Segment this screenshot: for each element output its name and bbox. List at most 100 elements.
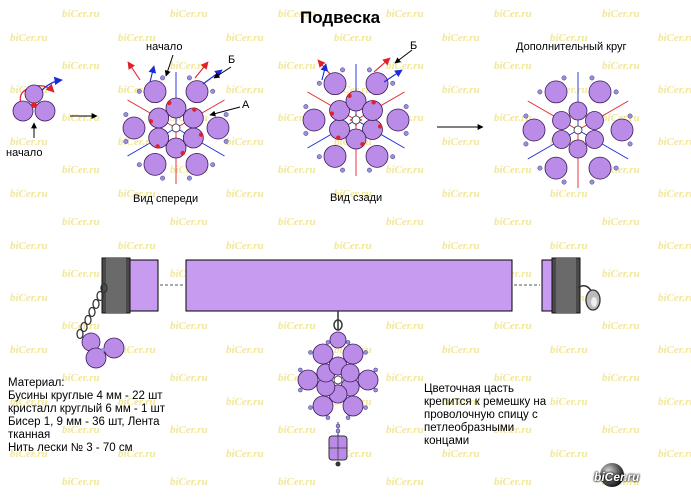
- bead: [610, 118, 634, 142]
- watermark-text: biCer.ru: [602, 372, 640, 384]
- bead: [552, 111, 571, 130]
- watermark-text: biCer.ru: [118, 240, 156, 252]
- watermark-text: biCer.ru: [226, 448, 264, 460]
- watermark-text: biCer.ru: [278, 424, 316, 436]
- watermark-text: biCer.ru: [494, 8, 532, 20]
- watermark-text: biCer.ru: [550, 448, 588, 460]
- watermark-text: biCer.ru: [226, 344, 264, 356]
- watermark-text: biCer.ru: [658, 136, 691, 148]
- bead: [122, 116, 146, 140]
- seed-bead: [345, 415, 351, 420]
- watermark-text: biCer.ru: [386, 424, 424, 436]
- note-line: петлеобразными: [424, 422, 515, 434]
- seed-bead: [589, 179, 595, 185]
- thread-end: [127, 61, 141, 81]
- materials-line: кристалл круглый 6 мм - 1 шт: [8, 403, 166, 415]
- note-line: Цветочная цасть: [424, 383, 514, 395]
- bead: [357, 369, 379, 391]
- watermark-text: biCer.ru: [118, 396, 156, 408]
- seed-bead: [303, 104, 309, 110]
- bead: [365, 144, 389, 168]
- seed-bead: [363, 350, 368, 355]
- seed-bead: [186, 175, 192, 181]
- bead: [585, 130, 604, 149]
- watermark-text: biCer.ru: [10, 188, 48, 200]
- label-b-front: Б: [228, 54, 236, 66]
- seed-bead: [613, 165, 619, 171]
- watermark-text: biCer.ru: [278, 8, 316, 20]
- watermark-text: biCer.ru: [62, 476, 100, 488]
- bead: [522, 118, 546, 142]
- seed-bead: [340, 67, 346, 73]
- watermark-text: biCer.ru: [658, 84, 691, 96]
- thread-marker: [336, 135, 341, 140]
- watermark-text: biCer.ru: [62, 424, 100, 436]
- watermark-text: biCer.ru: [386, 216, 424, 228]
- watermark-text: biCer.ru: [658, 188, 691, 200]
- watermark-text: biCer.ru: [62, 112, 100, 124]
- strap: [101, 257, 581, 314]
- watermark-text: biCer.ru: [226, 32, 264, 44]
- bead: [585, 111, 604, 130]
- watermark-text: biCer.ru: [170, 216, 208, 228]
- seed-bead: [403, 104, 409, 110]
- watermark-text: biCer.ru: [442, 344, 480, 356]
- seed-bead: [523, 113, 529, 119]
- seed-bead: [335, 428, 341, 434]
- seed-bead: [613, 89, 619, 95]
- watermark-text: biCer.ru: [62, 216, 100, 228]
- bead: [588, 80, 612, 104]
- watermark-text: biCer.ru: [10, 32, 48, 44]
- watermark-text: biCer.ru: [62, 372, 100, 384]
- bead: [552, 130, 571, 149]
- watermark-text: biCer.ru: [658, 448, 691, 460]
- watermark-text: biCer.ru: [10, 396, 48, 408]
- end-bead: [335, 461, 341, 467]
- thread-end: [373, 57, 391, 73]
- watermark-text: biCer.ru: [550, 188, 588, 200]
- seed-bead: [403, 130, 409, 136]
- watermark-text: biCer.ru: [442, 188, 480, 200]
- bead: [568, 101, 588, 121]
- center-crystal: [351, 115, 361, 125]
- materials-line: Бисер 1, 9 мм - 36 шт, Лента: [8, 416, 160, 428]
- watermark-text: biCer.ru: [494, 164, 532, 176]
- thread-marker: [347, 93, 352, 99]
- seed-bead: [363, 405, 368, 410]
- watermark-text: biCer.ru: [118, 448, 156, 460]
- seed-bead: [537, 89, 543, 95]
- watermark-text: biCer.ru: [62, 8, 100, 20]
- seed-bead: [366, 167, 372, 173]
- materials-list: Материал: Бусины круглые 4 мм - 22 шт кр…: [8, 377, 165, 455]
- watermark-text: biCer.ru: [494, 476, 532, 488]
- seed-bead: [298, 387, 303, 393]
- seed-bead: [210, 88, 216, 94]
- seed-bead: [373, 387, 378, 393]
- watermark-text: biCer.ru: [442, 84, 480, 96]
- bead: [329, 100, 350, 121]
- watermark-text: biCer.ru: [278, 216, 316, 228]
- seed-bead: [316, 154, 322, 160]
- seed-bead: [345, 340, 351, 345]
- site-logo: biCer.ru: [594, 463, 652, 489]
- note-line: концами: [424, 435, 470, 447]
- bead: [312, 343, 334, 365]
- front-view-flower: [122, 61, 230, 184]
- watermark-text: biCer.ru: [118, 32, 156, 44]
- watermark-text: biCer.ru: [170, 372, 208, 384]
- watermark-text: biCer.ru: [226, 240, 264, 252]
- seed-bead: [537, 165, 543, 171]
- materials-heading: Материал:: [8, 377, 65, 389]
- watermark-text: biCer.ru: [386, 476, 424, 488]
- watermark-text: biCer.ru: [550, 32, 588, 44]
- bead: [365, 72, 389, 96]
- label-b-back: Б: [410, 40, 418, 52]
- front-view-caption: Вид спереди: [133, 193, 199, 205]
- watermark-text: biCer.ru: [494, 424, 532, 436]
- seed-bead: [223, 112, 229, 118]
- bead: [323, 72, 347, 96]
- watermark-text: biCer.ru: [334, 240, 372, 252]
- bead: [342, 395, 364, 417]
- seed-bead: [160, 75, 166, 81]
- attachment-note: Цветочная цасть крепится к ремешку на пр…: [424, 383, 546, 448]
